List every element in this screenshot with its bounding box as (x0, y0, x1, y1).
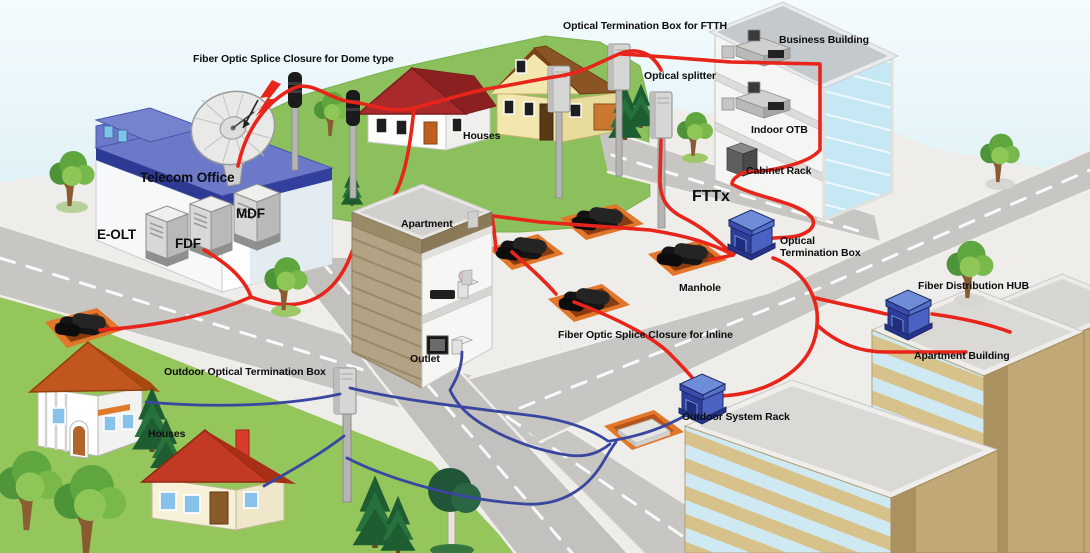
label-telecom-office: Telecom Office (140, 170, 235, 185)
label-fiber-distribution-hub: Fiber Distribution HUB (918, 280, 1029, 292)
satellite-dish (190, 90, 276, 187)
grass-bottom-left (0, 290, 516, 553)
label-cabinet-rack: Cabinet Rack (746, 165, 812, 177)
label-apartment: Apartment (401, 218, 453, 230)
label-apartment-building: Apartment Building (914, 350, 1010, 362)
trees (47, 90, 364, 317)
tower-1 (683, 379, 1000, 553)
label-otb-ftth: Optical Termination Box for FTTH (563, 20, 728, 32)
server-cabinets (144, 183, 282, 267)
label-fttx: FTTx (692, 188, 730, 205)
label-indoor-otb: Indoor OTB (751, 124, 808, 136)
label-e-olt: E-OLT (97, 227, 136, 242)
optical-splitter-box (649, 91, 673, 139)
manhole-pit (648, 240, 727, 276)
manhole-pit (488, 234, 564, 270)
label-optical-termination-box: Optical Termination Box (780, 235, 861, 260)
cabinet-rack-device (725, 142, 759, 177)
label-outdoor-system-rack: Outdoor System Rack (682, 411, 790, 423)
label-houses-top: Houses (463, 130, 501, 142)
manhole-pit (560, 204, 644, 240)
label-manhole: Manhole (679, 282, 721, 294)
pointer-arrow (242, 99, 259, 129)
label-outlet: Outlet (410, 353, 440, 365)
manholes (45, 204, 727, 450)
apartment-building-cutaway (350, 183, 494, 389)
label-outdoor-otb: Outdoor Optical Termination Box (164, 366, 326, 378)
house-bottom-1 (27, 341, 182, 470)
manhole-pit (45, 308, 123, 348)
label-fdf: FDF (175, 236, 201, 251)
lightning-icon (256, 80, 281, 116)
dome-splice-closure (346, 90, 360, 126)
birch-tree (428, 468, 481, 553)
apartment-devices (426, 210, 480, 355)
outdoor-otb-pole (333, 367, 357, 503)
label-inline-splice-closure: Fiber Optic Splice Closure for Inline (558, 329, 733, 341)
manhole-pit (548, 284, 630, 322)
fiber-blue (144, 350, 690, 506)
label-optical-splitter: Optical splitter (644, 70, 716, 82)
house-bottom-2 (0, 429, 481, 553)
telecom-office-building (94, 90, 334, 293)
label-mdf: MDF (236, 206, 265, 221)
outdoor-optical-termination-box (333, 367, 357, 415)
label-business-building: Business Building (779, 34, 869, 46)
trees-right (944, 131, 1022, 306)
label-houses-bottom: Houses (148, 428, 186, 440)
label-dome-splice-closure: Fiber Optic Splice Closure for Dome type (193, 53, 394, 65)
